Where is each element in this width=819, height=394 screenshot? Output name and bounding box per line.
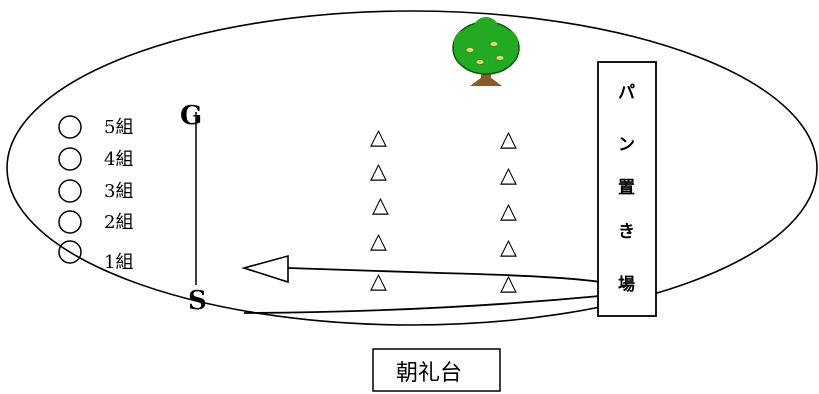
- return-path: [287, 267, 601, 283]
- bread-station: パ ン 置 き 場: [597, 61, 657, 317]
- cone-icon: △: [372, 193, 389, 218]
- cone-icon: △: [500, 271, 517, 296]
- cone-icon: △: [370, 159, 387, 184]
- cone-icon: △: [500, 235, 517, 260]
- cone-icon: △: [500, 163, 517, 188]
- tree-icon: [452, 17, 520, 86]
- class-label-3: 3組: [104, 181, 133, 202]
- bread-station-char: き: [618, 222, 635, 242]
- cone-column-right: △ △ △ △ △: [500, 127, 517, 296]
- start-marker: S: [188, 286, 207, 316]
- class-item-1: 1組: [58, 240, 133, 273]
- class-label-5: 5組: [104, 117, 133, 138]
- class-list: 5組 4組 3組 2組 1組: [58, 115, 133, 273]
- bread-station-char: パ: [618, 83, 635, 103]
- class-item-4: 4組: [58, 147, 133, 171]
- class-item-2: 2組: [58, 210, 133, 234]
- goal-marker: G: [180, 101, 202, 131]
- class-circle-icon: [58, 147, 82, 171]
- cone-column-left: △ △ △ △ △: [370, 125, 389, 294]
- bread-station-box: [597, 61, 657, 317]
- class-item-5: 5組: [58, 115, 133, 139]
- class-circle-icon: [58, 115, 82, 139]
- outbound-path: [243, 295, 601, 314]
- bread-station-char: 場: [618, 275, 635, 295]
- cone-icon: △: [370, 269, 387, 294]
- class-item-3: 3組: [58, 179, 133, 203]
- class-circle-icon: [58, 179, 82, 203]
- bread-station-char: 置: [618, 178, 635, 198]
- cone-icon: △: [370, 125, 387, 150]
- class-label-2: 2組: [104, 212, 133, 233]
- class-label-4: 4組: [104, 149, 133, 170]
- field-oval: [6, 10, 818, 326]
- bread-station-char: ン: [618, 135, 635, 155]
- class-circle-icon: [58, 240, 82, 264]
- podium-label: 朝礼台: [396, 361, 462, 386]
- class-circle-icon: [58, 210, 82, 234]
- cone-icon: △: [500, 199, 517, 224]
- cone-icon: △: [370, 229, 387, 254]
- cone-icon: △: [500, 127, 517, 152]
- class-label-1: 1組: [104, 252, 133, 273]
- arrowhead-left-icon: [241, 254, 289, 284]
- podium: 朝礼台: [372, 348, 501, 392]
- podium-box: [372, 348, 501, 392]
